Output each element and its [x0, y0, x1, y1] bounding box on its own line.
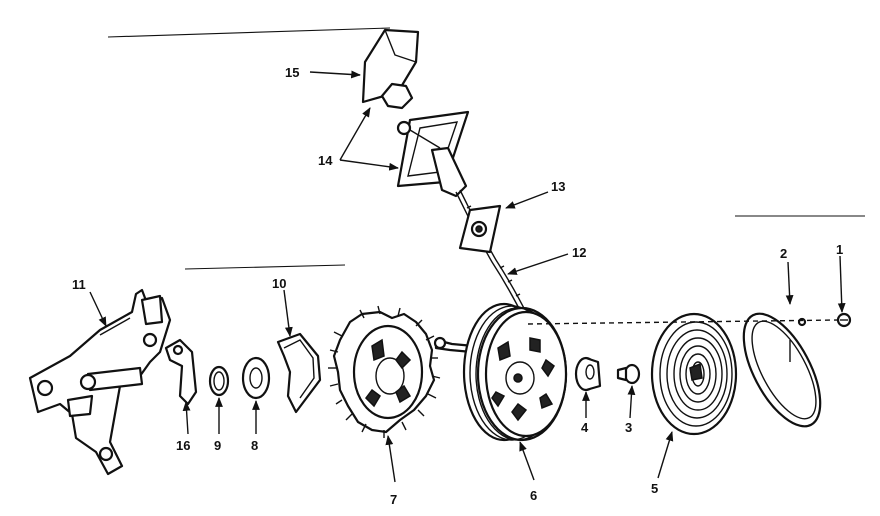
callout-15: 15: [285, 65, 299, 80]
callout-5: 5: [651, 481, 658, 496]
part-3-screw: [616, 363, 641, 385]
callout-8: 8: [251, 438, 258, 453]
callout-9: 9: [214, 438, 221, 453]
header-rule-left: [184, 264, 346, 270]
callout-2: 2: [780, 246, 787, 261]
callout-1: 1: [836, 242, 843, 257]
part-10-spring: [276, 332, 322, 414]
assembly-axis-line: [527, 319, 839, 325]
part-13-rope-guide: [458, 204, 502, 254]
part-8-washer: [241, 356, 271, 400]
leaders: [89, 70, 846, 483]
part-14-handle-retainer: [396, 110, 470, 198]
part-5-recoil-spring: [650, 312, 738, 436]
callout-14: 14: [318, 153, 333, 168]
part-15-handle-grip: [361, 28, 420, 110]
part-11-bracket: [28, 288, 172, 476]
callout-7: 7: [390, 492, 397, 507]
callout-13: 13: [551, 179, 565, 194]
part-16-pawl: [164, 338, 198, 406]
header-rule-top: [107, 27, 391, 38]
part-7-gear: [328, 305, 441, 438]
part-9-ring: [208, 365, 230, 397]
callout-12: 12: [572, 245, 586, 260]
callout-16: 16: [176, 438, 190, 453]
part-4-bushing: [574, 356, 602, 392]
callout-10: 10: [272, 276, 286, 291]
callout-6: 6: [530, 488, 537, 503]
callout-11: 11: [72, 277, 86, 292]
part-2-cover: [742, 312, 822, 428]
callout-4: 4: [581, 420, 589, 435]
callout-3: 3: [625, 420, 632, 435]
part-6-pulley: [462, 302, 568, 442]
part-1-screw: [836, 312, 852, 328]
